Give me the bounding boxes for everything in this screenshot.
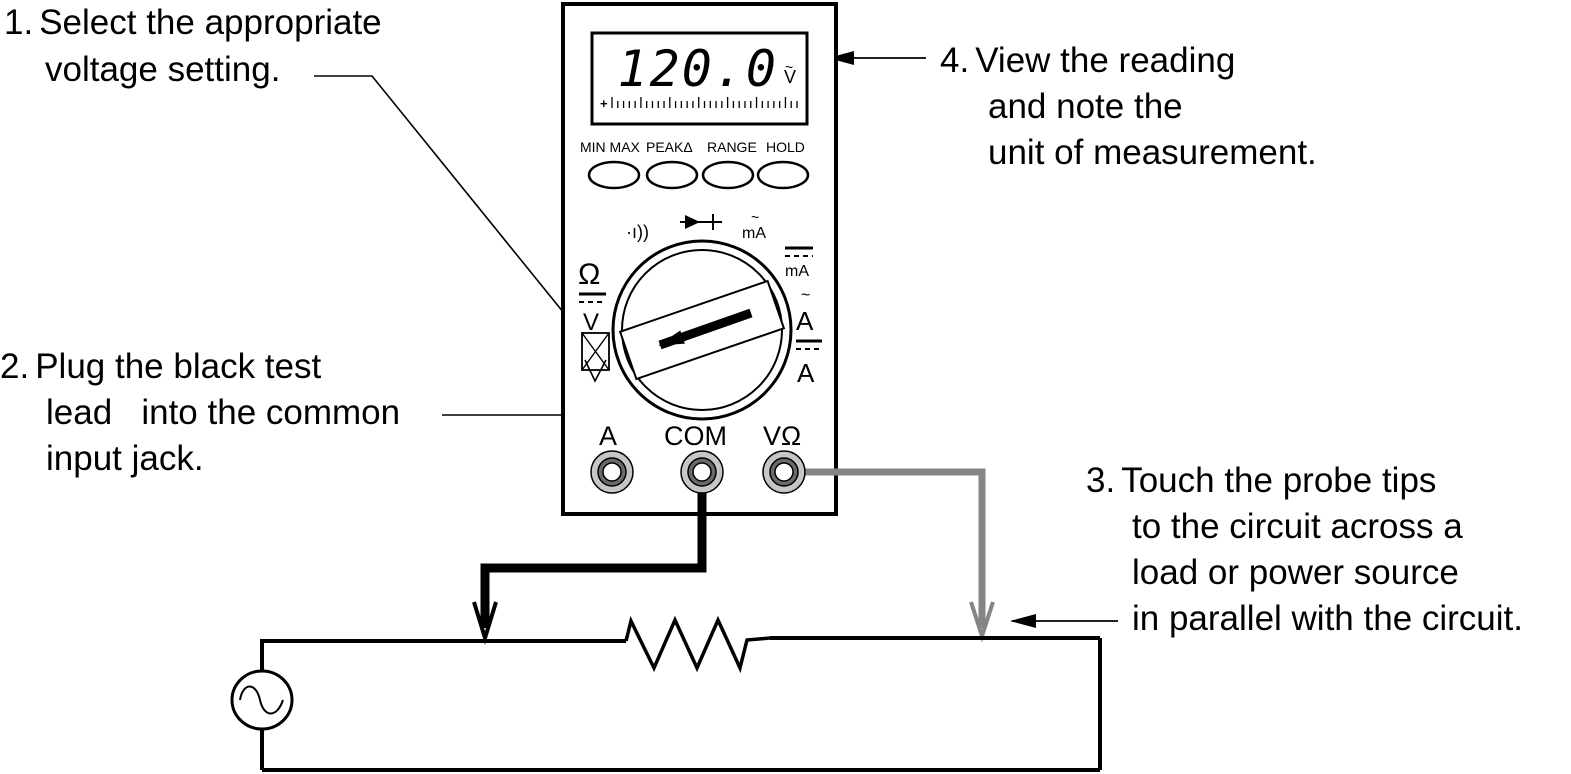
ohm-setting: Ω	[578, 258, 600, 291]
step-2-number: 2.	[0, 347, 29, 386]
min-max-button[interactable]	[587, 160, 641, 190]
dial-pointer-arrow	[658, 308, 753, 350]
dc-volt-setting: V	[579, 292, 606, 336]
step-4-line-1: View the reading	[975, 41, 1235, 80]
svg-text:A: A	[797, 358, 815, 388]
step-4-number: 4.	[940, 41, 969, 80]
step-3-line-2: to the circuit across a	[1132, 507, 1463, 546]
diode-icon	[680, 214, 722, 230]
bargraph-scale	[611, 97, 798, 108]
black-test-lead	[480, 480, 707, 628]
svg-text:mA: mA	[785, 263, 809, 280]
step-1-leader-arrow	[314, 75, 573, 324]
button-label-min-max: MIN MAX	[580, 139, 641, 155]
ac-milliamp-setting: ~ mA	[742, 209, 766, 242]
circuit-wire	[260, 639, 626, 672]
svg-text:V: V	[583, 309, 599, 336]
continuity-icon: ·ı))	[626, 222, 649, 242]
amp-input-jack[interactable]	[590, 450, 634, 494]
step-4-line-3: unit of measurement.	[988, 133, 1317, 172]
display-unit-ac-mark: ~	[785, 59, 793, 75]
button-label-hold: HOLD	[766, 139, 805, 155]
step-2-line-3: input jack.	[46, 439, 204, 478]
jack-label-a: A	[599, 421, 617, 451]
dc-milliamp-setting: mA	[785, 246, 813, 280]
svg-text:mA: mA	[742, 225, 766, 242]
step-4-label: 4.View the reading and note the unit of …	[940, 41, 1317, 172]
step-3-line-4: in parallel with the circuit.	[1132, 599, 1523, 638]
volt-ohm-input-jack[interactable]	[762, 450, 806, 494]
step-3-label: 3.Touch the probe tips to the circuit ac…	[1086, 461, 1523, 638]
button-label-range: RANGE	[707, 139, 757, 155]
svg-text:2.Plug the black test: 2.Plug the black test	[0, 347, 321, 386]
common-input-jack[interactable]	[680, 450, 724, 494]
svg-text:4.View the reading: 4.View the reading	[940, 41, 1235, 80]
resistor-load	[624, 615, 771, 674]
circuit	[230, 615, 1102, 772]
black-probe-tip-arrow	[472, 601, 498, 645]
bargraph-sign: +	[600, 96, 608, 111]
svg-text:Ω: Ω	[578, 258, 600, 291]
red-test-lead	[800, 468, 986, 628]
step-3-number: 3.	[1086, 461, 1115, 500]
hold-button[interactable]	[756, 160, 810, 190]
step-2-label: 2.Plug the black test lead into the comm…	[0, 347, 400, 478]
jack-label-com: COM	[664, 421, 727, 451]
range-button[interactable]	[701, 160, 755, 190]
ac-volt-setting-selected	[581, 332, 610, 383]
svg-text:3.Touch the probe tips: 3.Touch the probe tips	[1086, 461, 1436, 500]
step-3-line-1: Touch the probe tips	[1121, 461, 1436, 500]
step-1-line-2: voltage setting.	[45, 50, 280, 89]
step-3-line-3: load or power source	[1132, 553, 1459, 592]
ac-power-source-icon	[230, 669, 294, 731]
display-unit: V	[784, 67, 796, 87]
peak-button[interactable]	[645, 160, 699, 190]
display-reading: 120.0	[617, 40, 778, 98]
svg-text:1.Select the appropriate: 1.Select the appropriate	[4, 3, 382, 42]
jack-label-volt-ohm: VΩ	[763, 421, 801, 451]
svg-text:~: ~	[751, 209, 759, 225]
button-label-peak: PEAKΔ	[646, 139, 693, 155]
svg-text:A: A	[796, 306, 814, 336]
lcd-display: 120.0 V ~ +	[590, 31, 809, 126]
step-1-line-1: Select the appropriate	[39, 3, 381, 42]
step-2-line-1: Plug the black test	[35, 347, 321, 386]
ac-amp-setting: ~ A	[796, 287, 814, 336]
step-1-number: 1.	[4, 3, 33, 42]
dc-amp-setting: A	[796, 339, 822, 388]
step-2-line-2: lead into the common	[46, 393, 400, 432]
svg-text:~: ~	[801, 287, 810, 304]
step-4-line-2: and note the	[988, 87, 1183, 126]
step-1-label: 1.Select the appropriate voltage setting…	[4, 3, 382, 89]
rotary-selector-dial[interactable]	[611, 239, 793, 421]
